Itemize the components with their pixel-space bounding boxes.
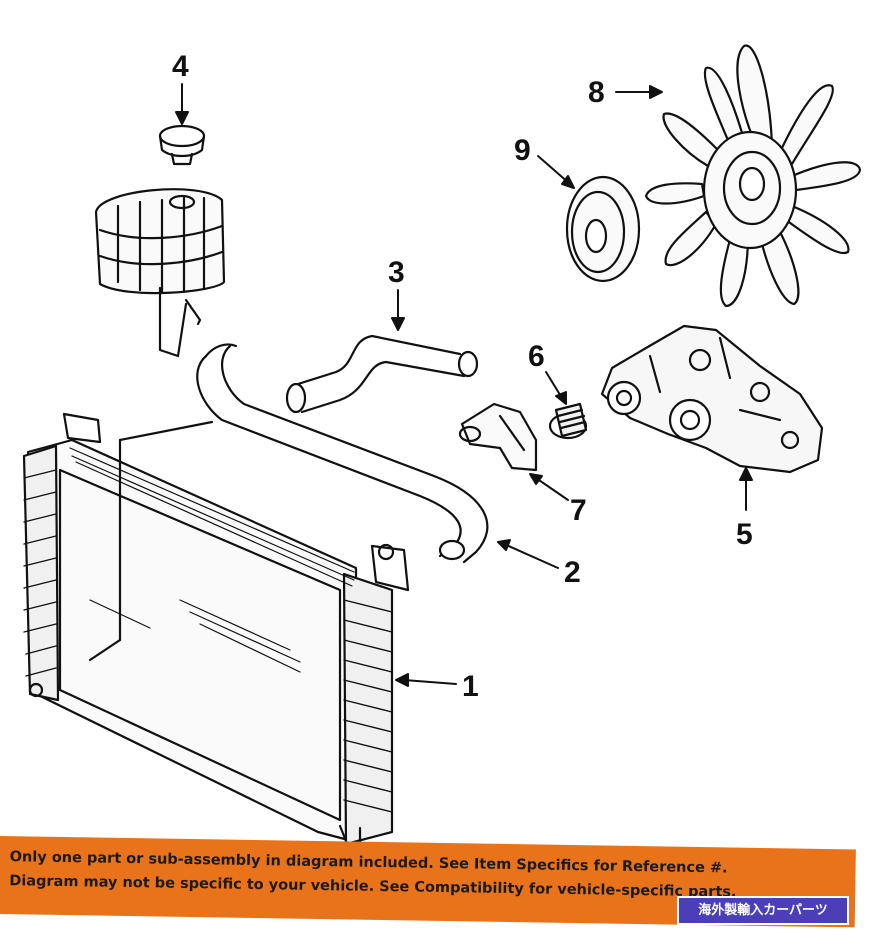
radiator bbox=[22, 412, 410, 848]
callout-4: 4 bbox=[172, 50, 189, 83]
thermostat-housing bbox=[458, 402, 538, 472]
callout-2: 2 bbox=[564, 556, 581, 589]
callout-1: 1 bbox=[462, 670, 479, 703]
callout-3: 3 bbox=[388, 256, 405, 289]
reservoir-cap bbox=[158, 124, 206, 166]
upper-hose bbox=[285, 334, 479, 414]
water-pump bbox=[600, 324, 824, 474]
coolant-reservoir bbox=[94, 188, 226, 358]
callout-7: 7 bbox=[570, 494, 587, 527]
callout-leaders bbox=[175, 83, 753, 687]
callout-8: 8 bbox=[588, 76, 605, 109]
lower-hose bbox=[196, 343, 489, 564]
callout-5: 5 bbox=[736, 518, 753, 551]
shop-badge: 海外製輸入カーパーツ bbox=[677, 896, 849, 925]
callout-6: 6 bbox=[528, 340, 545, 373]
thermostat bbox=[548, 402, 588, 440]
cooling-fan bbox=[644, 44, 862, 308]
callout-9: 9 bbox=[514, 134, 531, 167]
fan-pulley bbox=[565, 175, 641, 283]
